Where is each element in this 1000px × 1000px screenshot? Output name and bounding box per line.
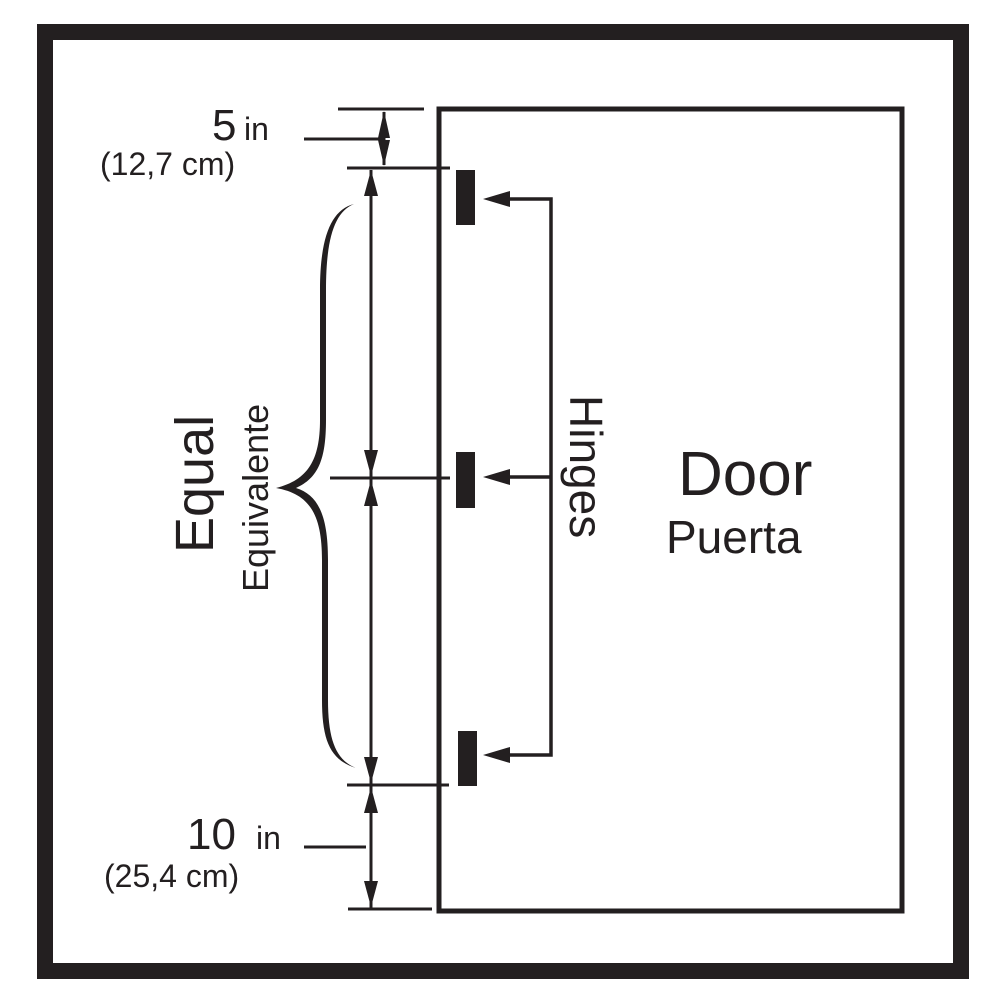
bottom-dimension-metric: (25,4 cm) xyxy=(104,858,239,894)
top-dimension-metric: (12,7 cm) xyxy=(100,146,235,182)
brace xyxy=(276,204,356,768)
spacing-dimension-lines xyxy=(304,170,450,911)
hinge-bottom xyxy=(458,731,477,786)
bottom-dimension-unit: in xyxy=(256,820,281,856)
outer-frame xyxy=(37,24,969,979)
door-outline xyxy=(436,106,905,914)
spacing-label-secondary: Equivalente xyxy=(235,404,276,592)
door-label-primary: Door xyxy=(678,440,812,509)
arrow-left-icon xyxy=(483,469,510,485)
arrow-left-icon xyxy=(483,191,510,207)
spacing-label-primary: Equal xyxy=(165,415,225,553)
bottom-dimension-value: 10 xyxy=(187,810,236,859)
top-dimension-value: 5 xyxy=(212,101,236,150)
hinge-arrowheads xyxy=(483,191,510,763)
door-label-secondary: Puerta xyxy=(666,511,802,563)
hinge-middle xyxy=(456,452,475,508)
hinge-pointer xyxy=(510,197,553,757)
top-dimension-lines xyxy=(304,107,450,170)
spacing-dimension-arrows xyxy=(364,170,378,907)
arrow-left-icon xyxy=(483,747,510,763)
top-dimension-arrows xyxy=(378,111,390,166)
hinges-label: Hinges xyxy=(560,395,612,538)
hinges xyxy=(456,170,477,786)
hinge-top xyxy=(456,170,475,225)
top-dimension-unit: in xyxy=(244,111,269,147)
